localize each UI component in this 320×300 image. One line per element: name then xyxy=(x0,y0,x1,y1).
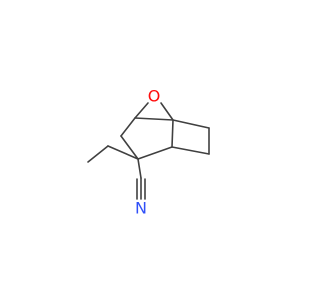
molecule-diagram: O N xyxy=(0,0,300,300)
bond-bridgehead-lower-quaternary xyxy=(137,146,173,160)
nitrogen-atom-label: N xyxy=(135,199,147,218)
bond-bridgehead-right-bridgehead-lower xyxy=(171,119,174,148)
bond-ethyl-ch3 xyxy=(87,145,109,163)
bond-o-bridgehead-left xyxy=(134,102,149,119)
bond-quaternary-ethyl-ch2 xyxy=(107,145,139,160)
oxygen-atom-label: O xyxy=(148,87,161,106)
bond-ch2-bridgehead-left xyxy=(120,117,136,137)
bond-ch2-bridgehead-lower xyxy=(171,146,210,155)
bond-bridgehead-left-bridgehead-right xyxy=(134,117,174,121)
bond-quaternary-ch2 xyxy=(120,135,139,160)
bond-quaternary-nitrile-carbon xyxy=(137,158,142,179)
bond-o-bridgehead-right xyxy=(160,102,174,121)
bond-bridgehead-right-ch2 xyxy=(172,119,210,129)
diagram-background xyxy=(0,0,300,300)
